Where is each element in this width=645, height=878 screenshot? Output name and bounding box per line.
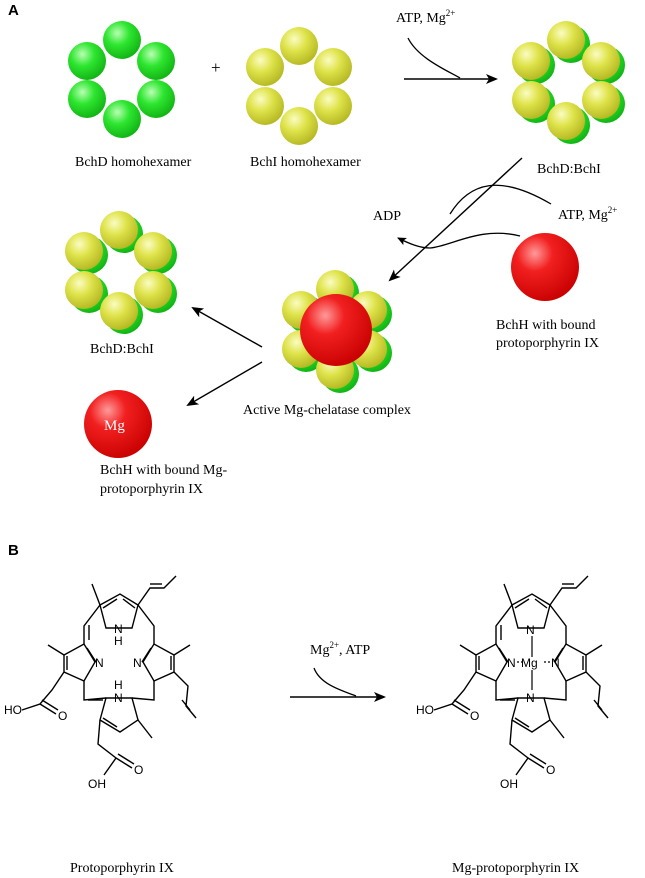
protoporphyrin-ix-structure: N H H N N N HO O OH O [4,575,197,791]
bchi-subunit [246,87,284,125]
bchi-subunit [512,81,550,119]
bchh-label-line2: protoporphyrin IX [496,336,599,351]
reagent-mg-atp: Mg2+, ATP [310,640,370,658]
atom-h-bottom: H [114,678,123,692]
bchd-subunit [103,100,141,138]
bchi-subunit [65,232,103,270]
bchi-subunit [512,42,550,80]
bchi-homohexamer-label: BchI homohexamer [250,155,361,170]
active-mg-chelatase-complex [282,270,392,393]
product-label-line2: protoporphyrin IX [100,482,203,497]
release-arrow-bchd-bchi [191,307,263,348]
bchh-protoporphyrin-ball [511,233,579,301]
bchi-homohexamer [246,27,352,145]
atom-oh: OH [88,777,106,791]
bchh-mg-protoporphyrin-ball [84,390,152,458]
plus-sign: + [211,58,221,77]
bchi-subunit [134,232,172,270]
bchd-subunit [68,80,106,118]
reagent-curved-input [313,667,357,697]
atom-oh: OH [500,777,518,791]
active-complex-label: Active Mg-chelatase complex [243,403,411,418]
bchd-subunit [137,80,175,118]
atom-o-1: O [470,709,479,723]
bchd-bchi-complex [512,21,625,144]
product-label-line1: BchH with bound Mg- [100,463,228,478]
bchi-subunit [134,271,172,309]
bchh-subunit [300,294,372,366]
protoporphyrin-ix-name: Protoporphyrin IX [70,861,174,876]
atom-n-left: N [507,656,516,670]
adp-curved-output [397,232,521,249]
panel-a-label: A [8,2,19,19]
bchd-subunit [137,42,175,80]
condition-atp-mg-1: ATP, Mg2+ [396,8,455,26]
atom-n-left: N [95,656,104,670]
released-bchd-bchi-complex [65,211,177,334]
adp-label: ADP [373,209,401,224]
bchi-subunit [280,107,318,145]
atom-ho: HO [416,703,434,717]
bchi-subunit [100,211,138,249]
bchi-subunit [582,42,620,80]
atom-o-2: O [546,763,555,777]
atom-n-top: N [526,623,535,637]
bchi-subunit [314,48,352,86]
atom-o-2: O [134,763,143,777]
atom-o-1: O [58,709,67,723]
bchd-bchi-complex-label: BchD:BchI [537,162,601,177]
bchi-subunit [246,48,284,86]
mg-protoporphyrin-ix-structure: N Mg N N N HO O OH O [416,575,609,791]
mg-protoporphyrin-ix-name: Mg-protoporphyrin IX [452,861,579,876]
atom-n-top: N [114,622,123,636]
bchh-label-line1: BchH with bound [496,318,596,333]
bchi-subunit [280,27,318,65]
bchi-subunit [100,292,138,330]
atom-n-bottom: N [114,691,123,705]
panel-b-label: B [8,542,19,559]
reaction-arrow-2 [388,157,523,282]
bchi-subunit [547,21,585,59]
mg-ball-label: Mg [104,418,125,434]
bchi-subunit [582,81,620,119]
bchd-homohexamer [68,21,175,138]
condition-atp-mg-2: ATP, Mg2+ [558,205,617,223]
bchi-subunit [547,102,585,140]
atom-n-right: N [551,656,560,670]
bchi-subunit [65,271,103,309]
bchd-subunit [68,42,106,80]
atom-n-right: N [133,656,142,670]
released-bchd-bchi-label: BchD:BchI [90,342,154,357]
atp-mg-curved-input [407,37,461,79]
atp-mg-curved-input-2 [449,184,552,215]
bchd-subunit [103,21,141,59]
atom-n-bottom: N [526,691,535,705]
atom-mg-center: Mg [521,656,538,670]
atom-h-top: H [114,634,123,648]
bchi-subunit [314,87,352,125]
release-arrow-bchh-product [186,361,263,407]
bchd-homohexamer-label: BchD homohexamer [75,155,192,170]
atom-ho: HO [4,703,22,717]
